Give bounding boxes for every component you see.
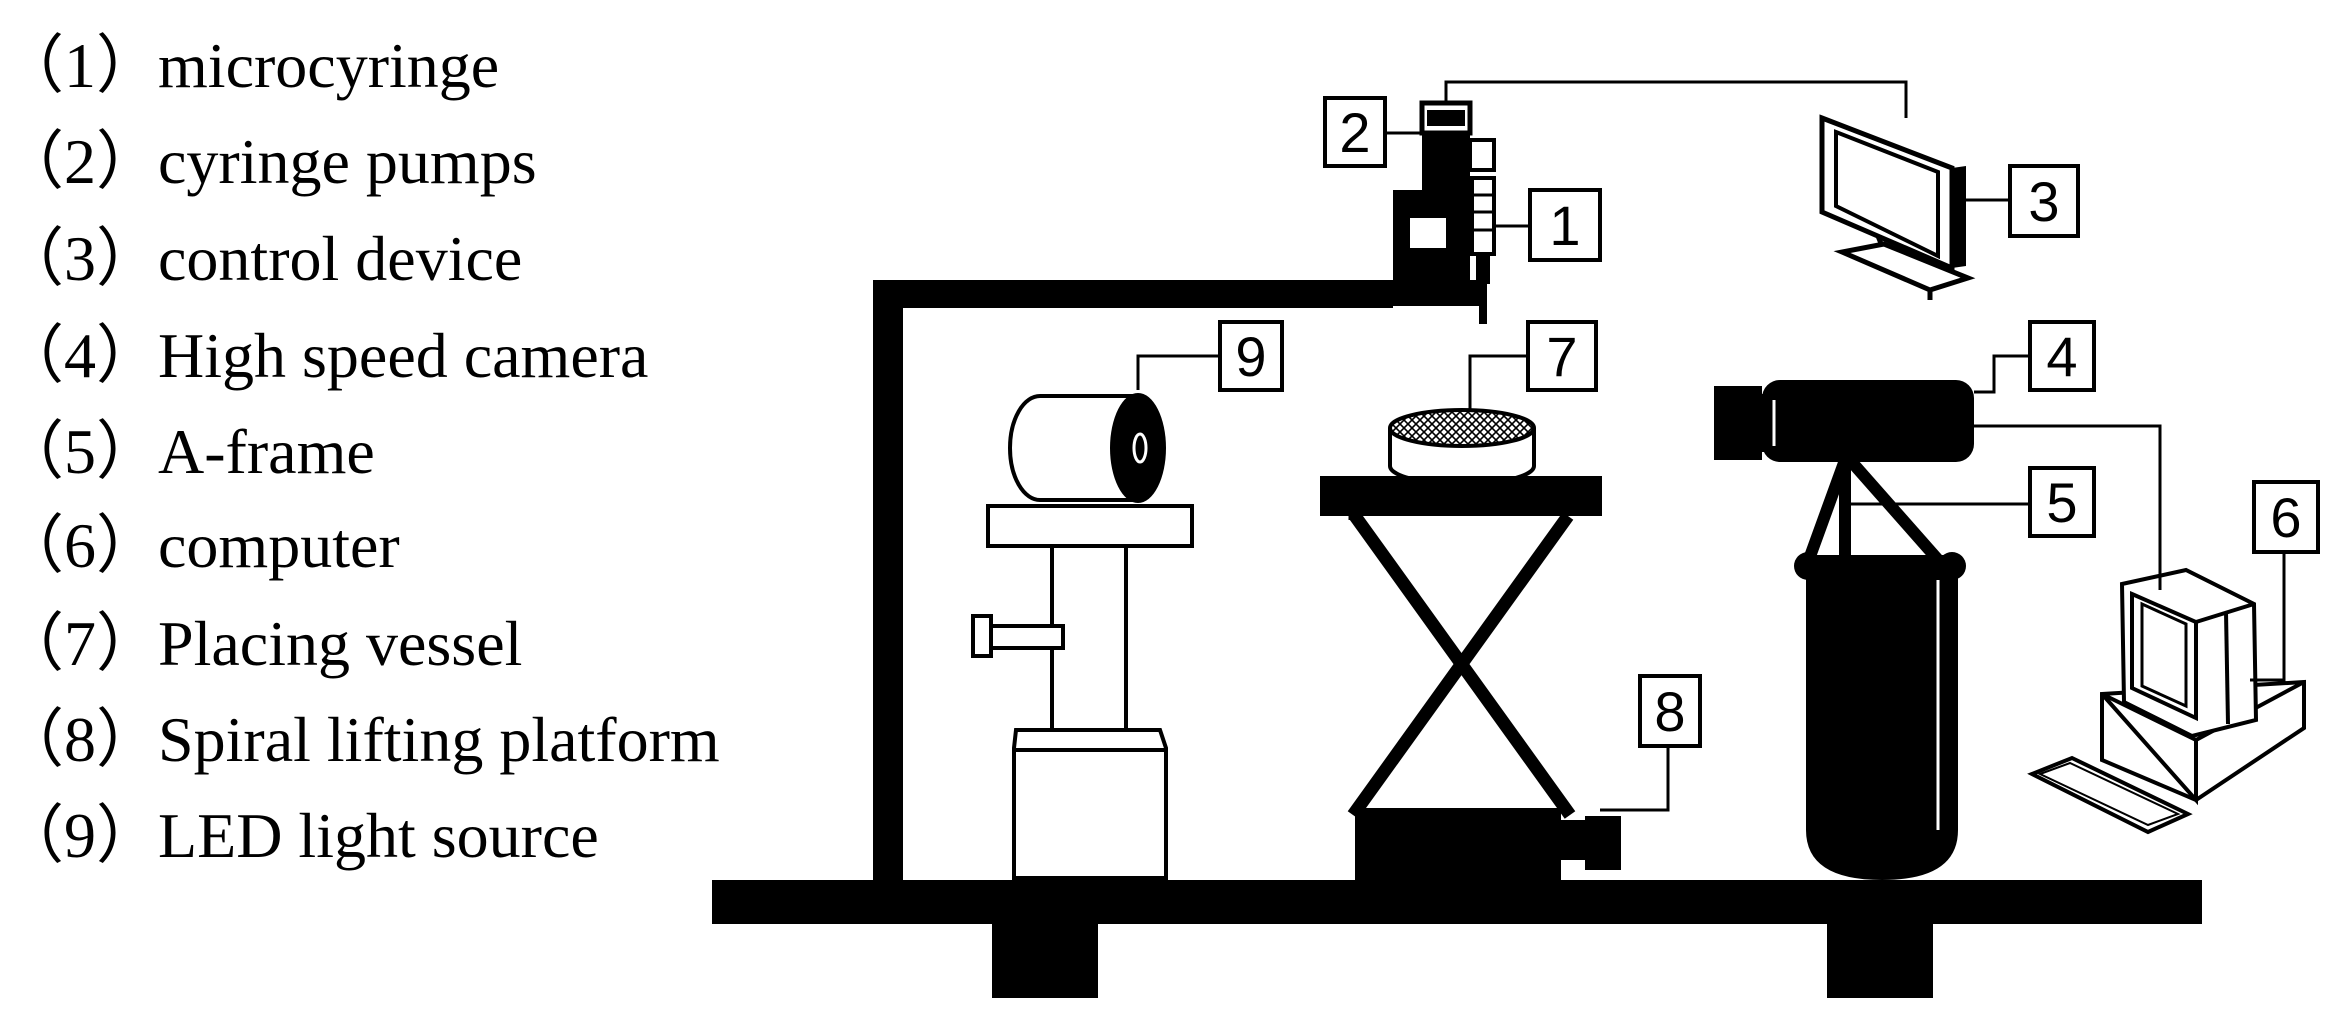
tag-6-label: 6 bbox=[2270, 486, 2301, 549]
legend-item-7: （7）Placing vessel bbox=[0, 612, 522, 676]
base-table bbox=[712, 880, 2202, 998]
legend-num: （5） bbox=[0, 416, 160, 487]
tag-4-label: 4 bbox=[2046, 325, 2077, 388]
legend-label: Placing vessel bbox=[158, 608, 523, 679]
tag-1-label: 1 bbox=[1549, 194, 1580, 257]
tag-7-label: 7 bbox=[1546, 325, 1577, 388]
legend-num: （9） bbox=[0, 800, 160, 871]
legend-label: A-frame bbox=[158, 416, 375, 487]
microsyringe bbox=[1470, 176, 1496, 324]
legend-num: （7） bbox=[0, 608, 160, 679]
legend-num: （3） bbox=[0, 223, 160, 294]
legend-num: （8） bbox=[0, 704, 160, 775]
legend-label: control device bbox=[158, 223, 523, 294]
tag-8-label: 8 bbox=[1654, 680, 1685, 743]
high-speed-camera bbox=[1714, 380, 1974, 462]
support-frame bbox=[873, 280, 1393, 882]
legend-num: （4） bbox=[0, 320, 160, 391]
computer bbox=[2027, 567, 2306, 835]
legend-item-9: （9）LED light source bbox=[0, 804, 599, 868]
legend-item-1: （1）microcyringe bbox=[0, 34, 499, 98]
legend-num: （1） bbox=[0, 30, 160, 101]
legend-item-4: （4）High speed camera bbox=[0, 324, 648, 388]
legend-item-6: （6）computer bbox=[0, 514, 400, 578]
led-light-source bbox=[971, 393, 1194, 880]
control-device-monitor bbox=[1819, 114, 1976, 300]
legend-label: High speed camera bbox=[158, 320, 649, 391]
adjust-knob bbox=[971, 614, 993, 658]
tag-2: 2 bbox=[1323, 96, 1387, 168]
tag-3: 3 bbox=[2008, 164, 2080, 238]
spiral-lifting-platform bbox=[1320, 476, 1621, 882]
tag-4: 4 bbox=[2028, 320, 2096, 392]
table-leg-left bbox=[992, 920, 1098, 998]
tag-2-label: 2 bbox=[1339, 101, 1370, 164]
placing-vessel bbox=[1388, 408, 1536, 486]
legend-item-8: （8）Spiral lifting platform bbox=[0, 708, 720, 772]
tag-6: 6 bbox=[2252, 480, 2320, 554]
legend-label: computer bbox=[158, 510, 400, 581]
tag-1: 1 bbox=[1528, 188, 1602, 262]
legend-label: LED light source bbox=[158, 800, 599, 871]
a-frame-tripod bbox=[1794, 456, 1966, 880]
legend-label: cyringe pumps bbox=[158, 126, 537, 197]
legend-num: （6） bbox=[0, 510, 160, 581]
legend-item-2: （2）cyringe pumps bbox=[0, 130, 537, 194]
legend-label: microcyringe bbox=[158, 30, 500, 101]
leader-lines bbox=[1136, 80, 2286, 812]
tag-8: 8 bbox=[1638, 674, 1702, 748]
tag-5: 5 bbox=[2028, 466, 2096, 538]
legend-item-3: （3）control device bbox=[0, 227, 522, 291]
tag-3-label: 3 bbox=[2028, 170, 2059, 233]
tag-7: 7 bbox=[1526, 320, 1598, 392]
legend-label: Spiral lifting platform bbox=[158, 704, 720, 775]
legend-item-5: （5）A-frame bbox=[0, 420, 375, 484]
tag-9-label: 9 bbox=[1235, 325, 1266, 388]
tag-9: 9 bbox=[1218, 320, 1284, 392]
tag-5-label: 5 bbox=[2046, 471, 2077, 534]
syringe-pump bbox=[1393, 100, 1496, 306]
legend-num: （2） bbox=[0, 126, 160, 197]
table-leg-right bbox=[1827, 920, 1933, 998]
